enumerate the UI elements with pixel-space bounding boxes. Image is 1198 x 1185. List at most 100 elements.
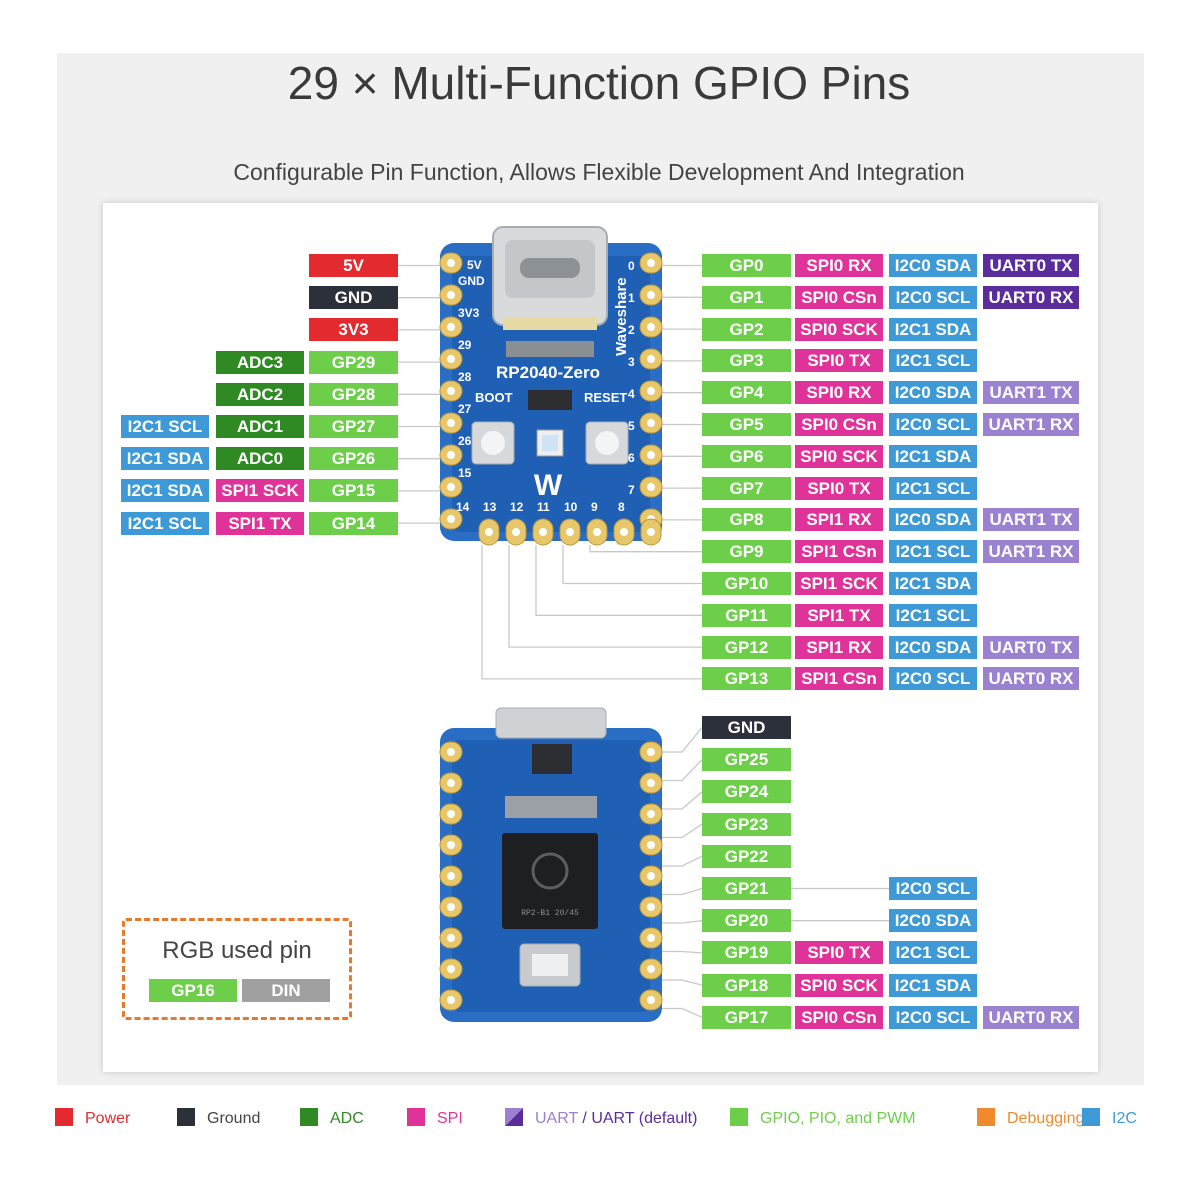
connector-line: [589, 545, 702, 553]
legend-label-secondary: / UART (default): [577, 1110, 698, 1127]
pin-label-uart_light: UART1 RX: [983, 540, 1079, 564]
silk-number: 4: [628, 387, 635, 401]
pin-label-spi: SPI1 CSn: [795, 540, 883, 564]
pin-label-gpio: GP28: [309, 382, 398, 406]
pin-label-i2c: I2C1 SDA: [889, 572, 977, 595]
pin-label-gpio: GP8: [702, 508, 791, 532]
pin-label-i2c: I2C1 SCL: [889, 349, 977, 373]
legend-label: ADC: [330, 1110, 364, 1127]
pin-label-adc: ADC2: [216, 382, 304, 406]
silk-5v: 5V: [467, 258, 482, 272]
silk-number: 14: [456, 500, 470, 514]
pin-label-spi: SPI0 TX: [795, 476, 883, 500]
pin-hole: [647, 903, 655, 911]
pin-label-power: 3V3: [309, 318, 398, 342]
connector-line: [660, 727, 703, 753]
pin-label-gpio: GP5: [702, 413, 791, 436]
pin-label-spi: SPI1 CSn: [795, 667, 883, 691]
pin-label-adc: ADC3: [216, 350, 304, 374]
page-subtitle: Configurable Pin Function, Allows Flexib…: [233, 159, 965, 185]
pin-label-uart_light: UART0 TX: [983, 635, 1079, 659]
pin-hole: [647, 748, 655, 756]
pin-hole: [647, 934, 655, 942]
pin-hole: [447, 291, 455, 299]
pin-label-uart_light: UART1 TX: [983, 381, 1079, 405]
pin-hole: [447, 419, 455, 427]
pin-label-i2c: I2C1 SDA: [889, 973, 977, 997]
pin-label-i2c: I2C1 SDA: [889, 317, 977, 341]
legend-item-power: Power: [55, 1107, 131, 1132]
pin-hole: [447, 903, 455, 911]
silk-boot: BOOT: [475, 390, 513, 405]
pin-label-uart_default: UART0 TX: [983, 254, 1079, 277]
pin-label-i2c: I2C0 SCL: [889, 413, 977, 436]
pin-hole: [447, 387, 455, 395]
pin-label-gpio: GP26: [309, 447, 398, 471]
pin-label-spi: SPI0 TX: [795, 941, 883, 965]
legend-item-spi: SPI: [407, 1107, 463, 1132]
pin-hole: [447, 323, 455, 331]
pin-label-i2c: I2C0 SDA: [889, 909, 977, 933]
legend-swatch: [730, 1107, 748, 1126]
pin-hole: [647, 810, 655, 818]
pin-label-ground: GND: [702, 716, 791, 739]
pin-label-gpio: GP0: [702, 254, 791, 277]
legend-item-uart: UART / UART (default): [505, 1107, 698, 1132]
connector-line: [660, 920, 703, 924]
pin-hole: [447, 355, 455, 363]
pin-label-spi: SPI1 RX: [795, 508, 883, 532]
pin-label-uart_light: UART0 RX: [983, 667, 1079, 691]
silk-number: 2: [628, 323, 635, 337]
pin-label-gpio: GP7: [702, 476, 791, 500]
silk-number: 10: [564, 500, 578, 514]
pin-label-spi: SPI0 SCK: [795, 973, 883, 997]
connector-line: [660, 791, 703, 810]
legend-swatch: [1082, 1107, 1100, 1126]
silk-3v3: 3V3: [458, 306, 480, 320]
pin-label-gpio: GP17: [702, 1005, 791, 1029]
legend-label: Power: [85, 1110, 131, 1127]
pin-label-gpio: GP29: [309, 350, 398, 374]
pin-hole: [566, 528, 574, 536]
pin-hole: [593, 528, 601, 536]
board-front: W 5V GND 3V3 RP2040-Zero BOOT RESET Wave…: [439, 226, 663, 546]
pin-hole: [620, 528, 628, 536]
pin-label-i2c: I2C0 SDA: [889, 381, 977, 405]
legend-swatch: [177, 1107, 195, 1126]
pin-label-spi: SPI1 SCK: [795, 572, 883, 595]
silk-number: 28: [458, 370, 472, 384]
pin-label-spi: SPI0 CSn: [795, 1005, 883, 1029]
connector-line: [660, 823, 703, 839]
pin-label-i2c: I2C1 SCL: [889, 540, 977, 564]
pin-hole: [647, 841, 655, 849]
pin-label-uart_light: UART1 RX: [983, 413, 1079, 436]
pin-hole: [647, 451, 655, 459]
silk-number: 0: [628, 259, 635, 273]
connector-line: [660, 759, 703, 782]
pin-hole: [447, 996, 455, 1004]
pin-hole: [647, 965, 655, 973]
pin-hole: [647, 996, 655, 1004]
legend-swatch: [977, 1107, 995, 1126]
pin-hole: [447, 259, 455, 267]
pin-label-spi: SPI0 SCK: [795, 444, 883, 468]
pin-label-gpio: GP27: [309, 415, 398, 438]
pin-hole: [647, 419, 655, 427]
pin-label-i2c: I2C1 SDA: [121, 479, 209, 503]
connector-line: [660, 1007, 703, 1018]
silk-number: 11: [537, 500, 550, 514]
pin-label-gpio: GP19: [702, 941, 791, 965]
pin-label-spi: SPI1 TX: [216, 511, 304, 535]
pin-hole: [447, 515, 455, 523]
pin-label-i2c: I2C0 SDA: [889, 508, 977, 532]
pin-hole: [447, 483, 455, 491]
rp2040-chip: [502, 833, 598, 929]
pin-hole: [647, 355, 655, 363]
pin-label-gpio: GP4: [702, 381, 791, 405]
pin-label-i2c: I2C1 SCL: [121, 415, 209, 438]
silk-number: 15: [458, 466, 472, 480]
chip-marking: RP2-B1 20/45: [521, 909, 579, 918]
silk-number: 12: [510, 500, 524, 514]
